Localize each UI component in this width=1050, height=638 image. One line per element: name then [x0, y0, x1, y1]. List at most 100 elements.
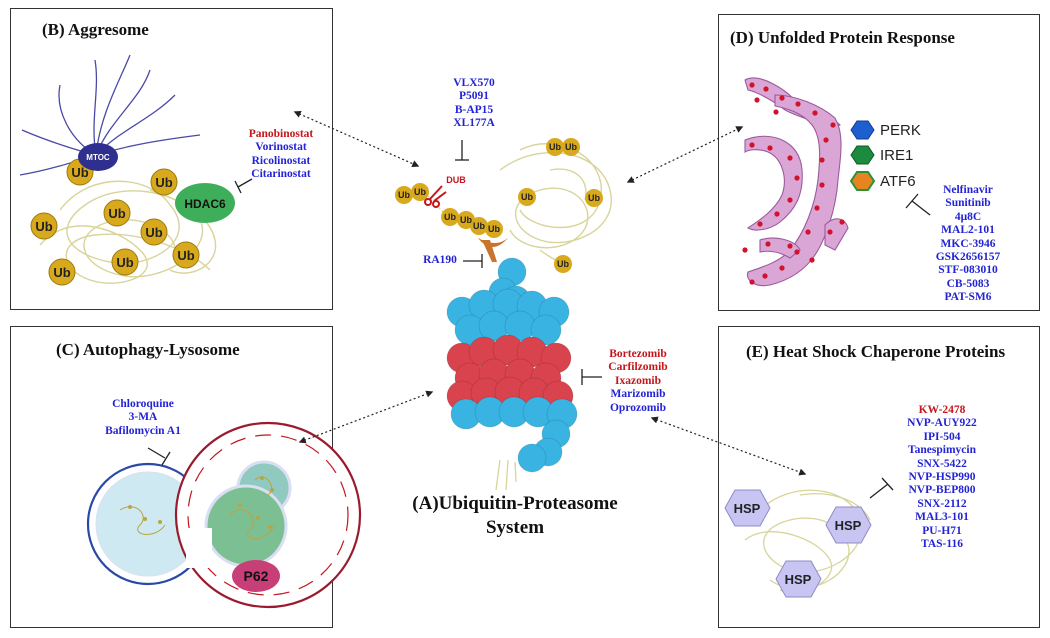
fusion-gap [186, 528, 212, 568]
ub-label: Ub [116, 255, 133, 270]
ribosome-dot [814, 205, 820, 211]
inhibition-bar-proteasome [581, 369, 602, 385]
ribosome-dot [795, 101, 801, 107]
ub-label: Ub [473, 221, 485, 231]
hsp-title: (E) Heat Shock Chaperone Proteins [746, 342, 1006, 361]
drug-name: Chloroquine [112, 398, 174, 410]
ub-label: Ub [460, 215, 472, 225]
drug-name: PAT-SM6 [944, 291, 992, 304]
ribosome-dot [749, 279, 755, 285]
ribosome-dot [749, 82, 755, 88]
perk-label: PERK [880, 122, 921, 139]
inhibition-bar-upr [905, 193, 931, 216]
ub-label: Ub [35, 219, 52, 234]
drug-name: Oprozomib [609, 401, 666, 414]
ups-title-line1: (A)Ubiquitin-Proteasome [412, 493, 618, 514]
p62-label: P62 [244, 568, 269, 584]
atf6-label: ATF6 [880, 173, 916, 190]
drug-name: RA190 [423, 254, 457, 266]
drug-name: Citarinostat [251, 168, 311, 181]
drug-name: IPI-504 [923, 430, 961, 443]
ub-label: Ub [557, 259, 569, 269]
drug-name: B-AP15 [454, 103, 494, 116]
rpn-inhibitor-list: RA190 [418, 254, 462, 267]
ribosome-dot [809, 257, 815, 263]
ub-receptor-stalk [482, 240, 497, 262]
upr-title: (D) Unfolded Protein Response [730, 28, 955, 47]
proteasome-subunit [530, 314, 562, 346]
drug-name: CB-5083 [946, 277, 990, 290]
drug-name: KW-2478 [918, 404, 966, 416]
mtoc-label: MTOC [86, 153, 110, 162]
proteasome-subunit [517, 443, 547, 473]
drug-name: VLX570 [453, 77, 495, 89]
ub-label: Ub [145, 225, 162, 240]
ribosome-dot [819, 157, 825, 163]
link-center-hsp [650, 416, 807, 476]
hdac6-node [175, 183, 235, 223]
ub-label: Ub [53, 265, 70, 280]
drug-name: NVP-BEP800 [908, 484, 976, 497]
ire1-label: IRE1 [880, 147, 913, 164]
autolysosome [174, 421, 362, 609]
drug-name: SNX-5422 [917, 457, 967, 470]
dub-label: DUB [446, 175, 466, 185]
ribosome-dot [823, 137, 829, 143]
ub-label: Ub [549, 142, 561, 152]
ribosome-dot [812, 110, 818, 116]
ribosome-dot [774, 211, 780, 217]
drug-name: MAL3-101 [915, 511, 969, 524]
ub-label: Ub [565, 142, 577, 152]
ub-label: Ub [444, 212, 456, 222]
drug-name: Bafilomycin A1 [105, 424, 181, 437]
ribosome-dot [757, 221, 763, 227]
drug-name: Ixazomib [615, 374, 661, 387]
inhibition-bar-dub [455, 140, 469, 161]
ub-chain-center [395, 138, 603, 273]
drug-name: Bortezomib [609, 348, 667, 360]
inhibition-bar-autophagy [147, 447, 171, 466]
ub-label: Ub [71, 165, 88, 180]
drug-name: NVP-AUY922 [907, 417, 977, 430]
drug-name: Carfilzomib [608, 361, 668, 374]
panel-hsp [718, 326, 1040, 628]
drug-name: Panobinostat [248, 128, 314, 140]
ribosome-dot [819, 182, 825, 188]
hdac6-label: HDAC6 [184, 197, 226, 211]
panel-upr [718, 14, 1040, 311]
ub-label: Ub [521, 192, 533, 202]
ub-label: Ub [588, 193, 600, 203]
inhibition-bar-rpn [463, 254, 483, 268]
dub-scissors-icon [424, 185, 447, 208]
drug-name: 4μ8C [954, 210, 982, 223]
drug-name: PU-H71 [922, 524, 962, 537]
aggresome-title: (B) Aggresome [42, 20, 149, 39]
ribosome-dot [742, 247, 748, 253]
peptide-tail [495, 459, 517, 491]
ub-chain-aggresome [30, 158, 200, 286]
link-center-upr [626, 126, 744, 183]
proteasome-complex [446, 257, 578, 473]
ribosome-dot [827, 229, 833, 235]
autophagy-cargo-dots [128, 476, 274, 529]
ribosome-dots [742, 82, 845, 285]
ub-label: Ub [108, 206, 125, 221]
hsp-hexagon-icon [825, 506, 872, 544]
hsp-label: HSP [835, 518, 862, 533]
ribosome-dot [787, 243, 793, 249]
hsp-hexagon-icon [724, 489, 771, 527]
inhibition-bar-hsp [869, 477, 894, 499]
drug-name: MAL2-101 [941, 224, 995, 237]
ub-label: Ub [155, 175, 172, 190]
drug-name: TAS-116 [921, 538, 963, 551]
atf6-hexagon-icon [849, 171, 876, 191]
autophagy-cargo [119, 476, 276, 540]
hsp-hexagon-icon [775, 560, 822, 598]
drug-name: STF-083010 [938, 264, 998, 277]
